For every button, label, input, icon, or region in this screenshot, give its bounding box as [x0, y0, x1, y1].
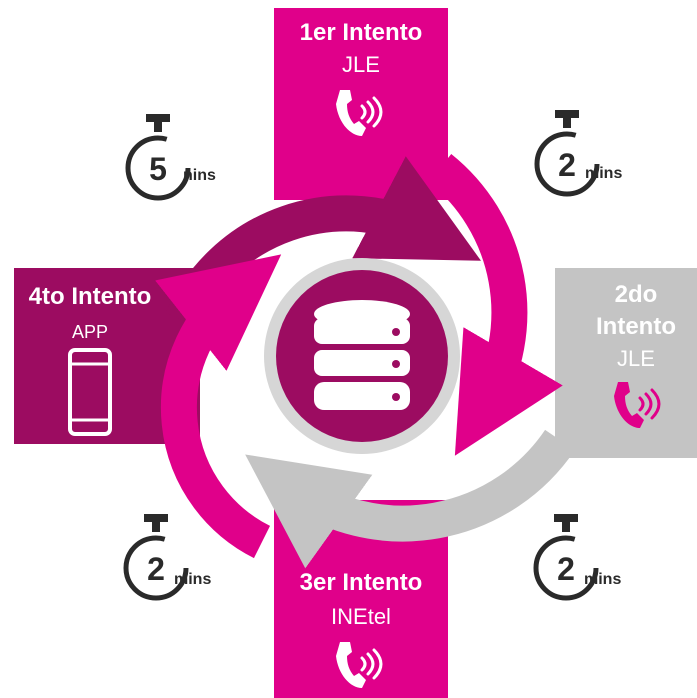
timer-2-mins-bottom-right-value: 2 [557, 551, 575, 587]
attempt-4-channel: APP [72, 322, 108, 342]
timer-5-mins: 5 nins [125, 114, 216, 201]
phone-icon [336, 90, 383, 136]
flow-arrow-1-to-2 [428, 153, 563, 456]
timer-2-mins-top-right-value: 2 [558, 147, 576, 183]
stopwatch-icon [125, 114, 191, 201]
attempt-3-title: 3er Intento [300, 569, 423, 596]
timer-2-mins-top-right: 2 mins [534, 110, 622, 197]
attempt-2-title-line1: 2do [615, 281, 658, 308]
timer-2-mins-bottom-right-unit: mins [584, 571, 621, 588]
flow-ribbon-right [555, 268, 600, 458]
phone-icon [336, 642, 383, 688]
stopwatch-icon [123, 514, 189, 601]
attempt-1-channel: JLE [342, 52, 380, 77]
attempt-2-title-line2: Intento [596, 313, 676, 340]
timer-2-mins-top-right-unit: mins [585, 165, 622, 182]
database-icon [314, 300, 410, 410]
attempt-3-channel: INEtel [331, 604, 391, 629]
attempt-1-title: 1er Intento [300, 19, 423, 46]
timer-5-mins-value: 5 [149, 151, 167, 187]
stopwatch-icon [533, 514, 599, 601]
attempt-4-title: 4to Intento [29, 283, 152, 310]
attempt-3-panel [274, 548, 448, 698]
flow-arrow-2-to-3 [245, 429, 575, 569]
timer-2-mins-bottom-left-value: 2 [147, 551, 165, 587]
stopwatch-icon [534, 110, 600, 197]
flow-ribbon-top [274, 150, 448, 200]
timer-5-mins-unit: nins [183, 167, 216, 184]
timer-2-mins-bottom-left-unit: mins [174, 571, 211, 588]
timer-2-mins-bottom-right: 2 mins [533, 514, 621, 601]
smartphone-icon [68, 348, 112, 436]
phone-icon [614, 382, 661, 428]
flow-arrow-3-to-4 [155, 254, 282, 559]
attempt-2-channel: JLE [617, 346, 655, 371]
timer-2-mins-bottom-left: 2 mins [123, 514, 211, 601]
